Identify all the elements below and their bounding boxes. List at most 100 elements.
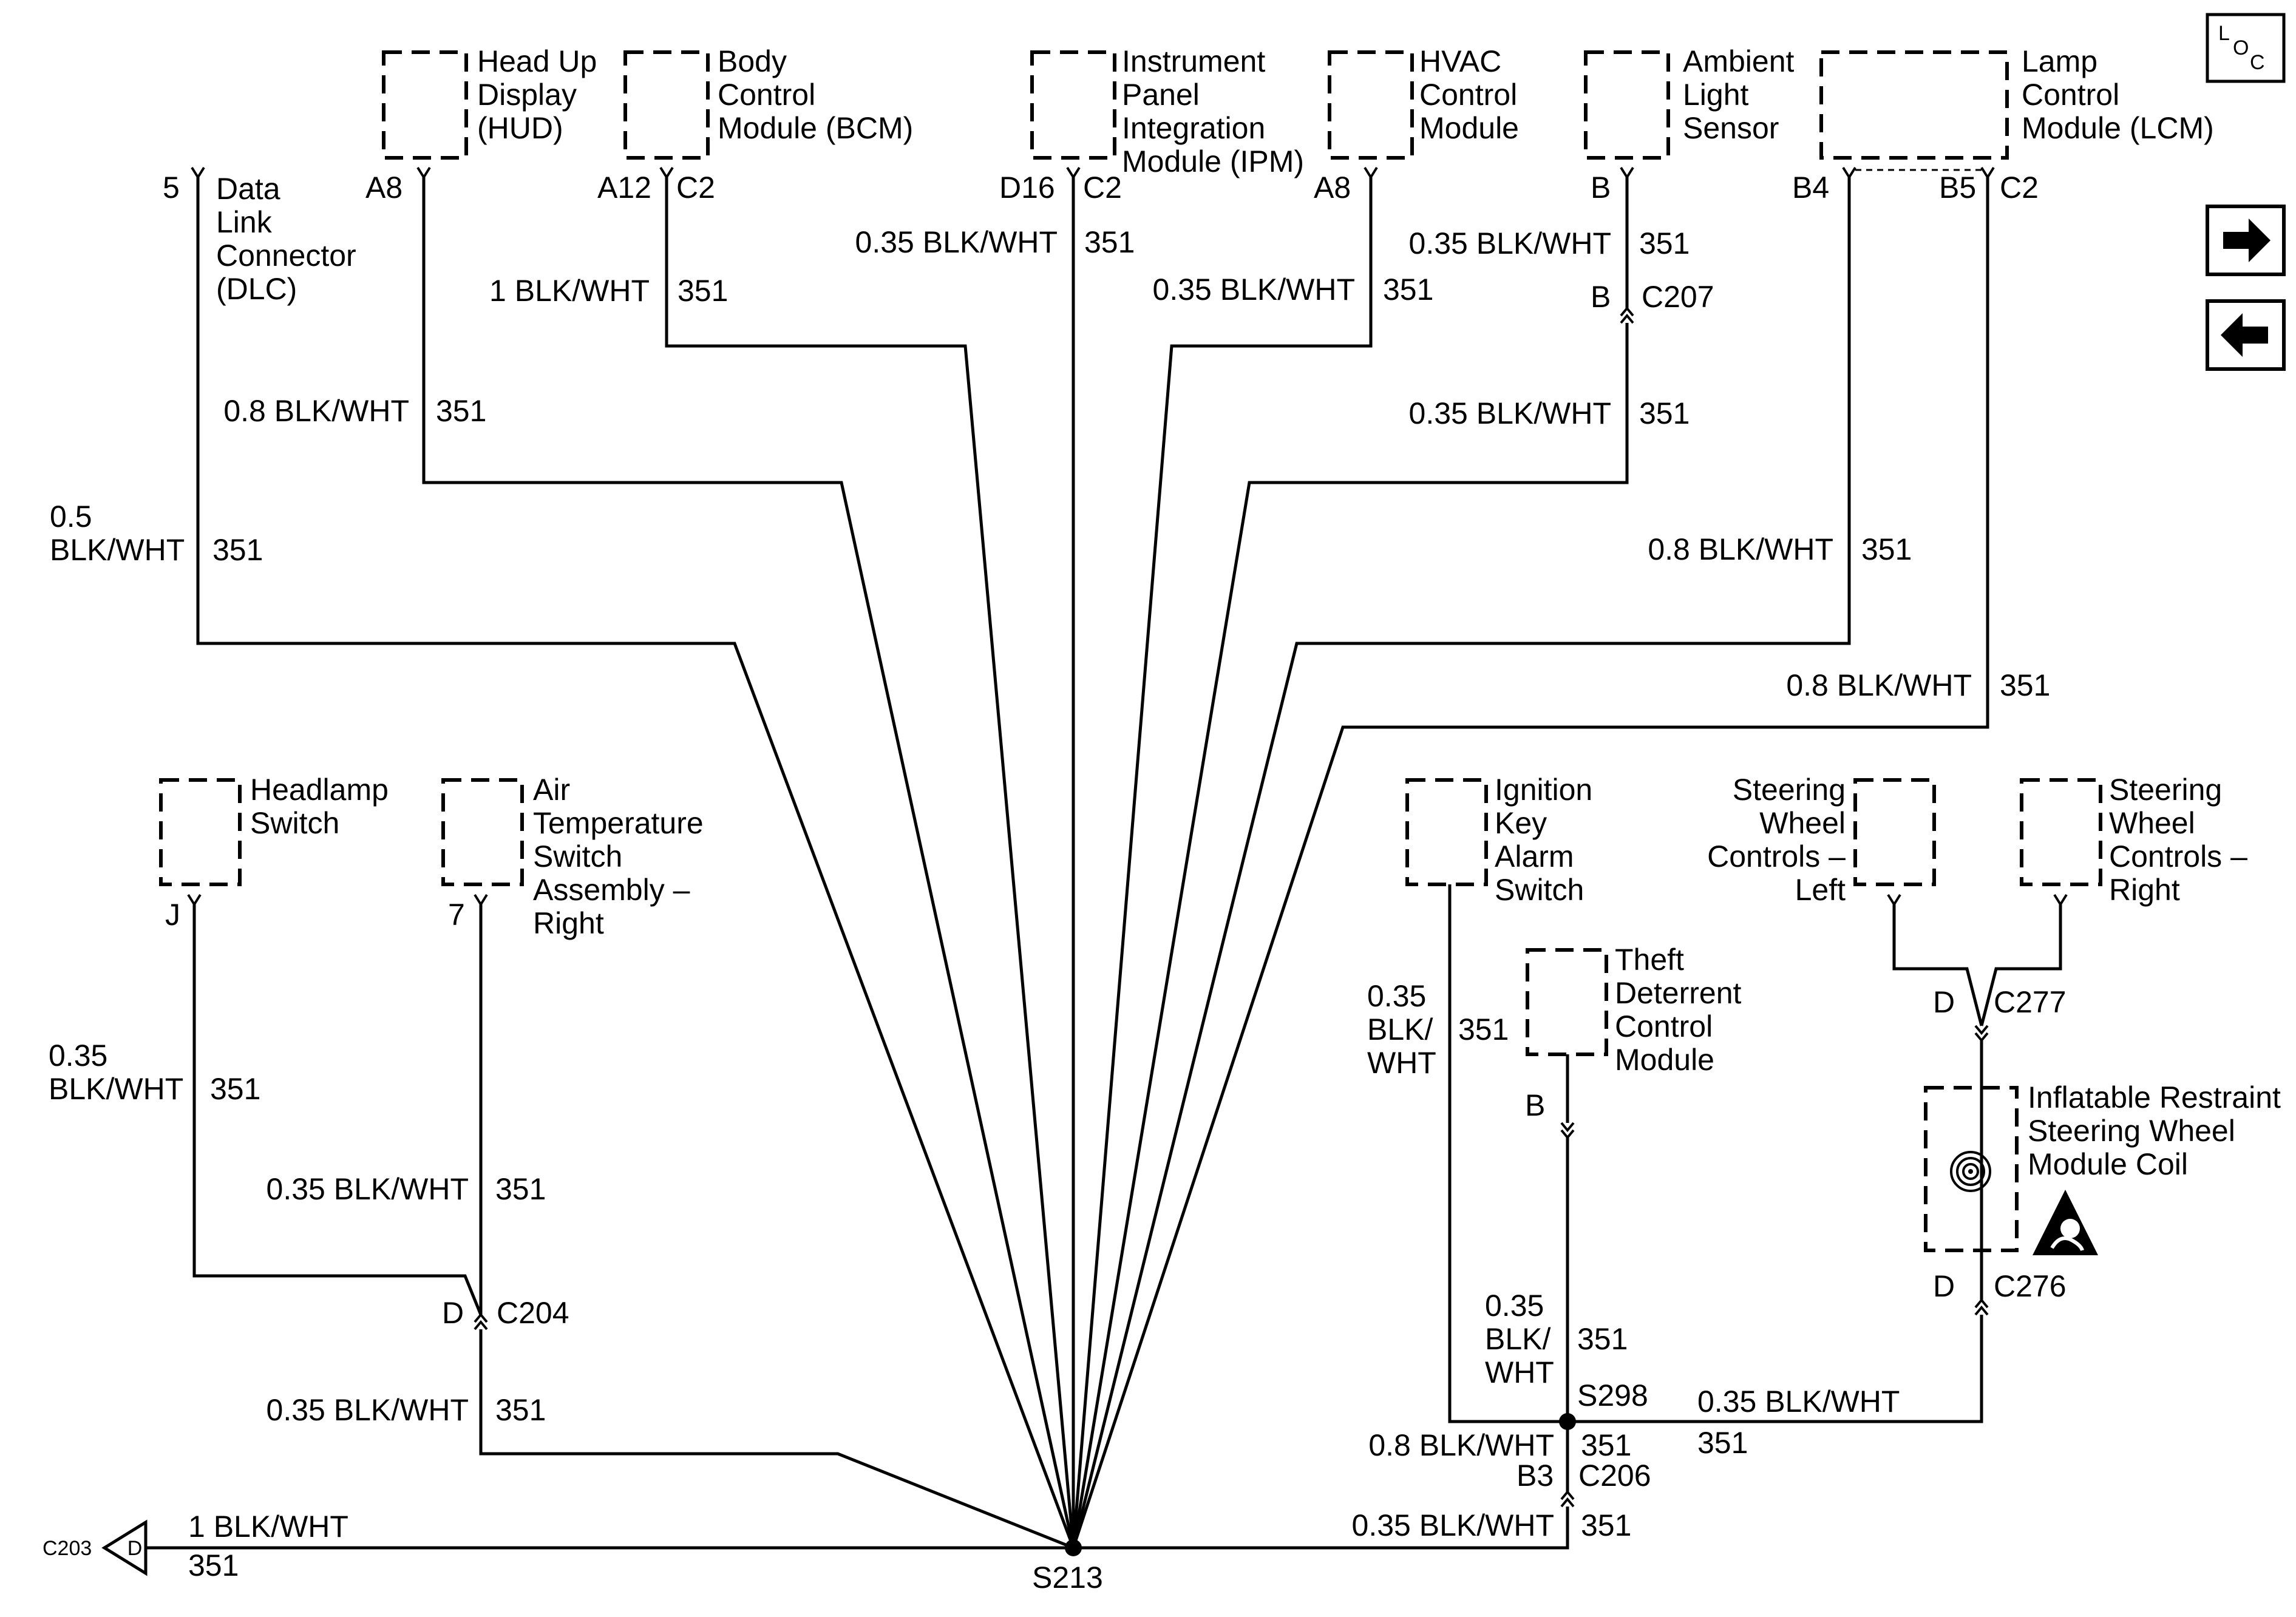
svg-text:0.8 BLK/WHT: 0.8 BLK/WHT [1648, 532, 1833, 566]
svg-text:Switch: Switch [1495, 873, 1584, 907]
svg-text:B3: B3 [1517, 1459, 1554, 1493]
svg-text:D: D [1933, 1269, 1955, 1303]
svg-text:5: 5 [163, 171, 180, 205]
c203-connector [101, 1519, 148, 1576]
svg-text:Module (IPM): Module (IPM) [1122, 144, 1304, 178]
svg-text:B5: B5 [1939, 171, 1976, 205]
svg-text:351: 351 [1581, 1508, 1631, 1542]
theft-box [1526, 948, 1608, 1056]
svg-text:Ignition: Ignition [1495, 773, 1592, 807]
svg-text:BLK/WHT: BLK/WHT [50, 533, 185, 567]
ignkey-box [1405, 778, 1488, 886]
svg-text:Light: Light [1683, 78, 1749, 112]
svg-text:WHT: WHT [1485, 1355, 1554, 1389]
swc-left-box [1853, 778, 1936, 886]
svg-text:C276: C276 [1994, 1269, 2067, 1303]
svg-text:0.35 BLK/WHT: 0.35 BLK/WHT [1352, 1508, 1554, 1542]
swc-right-label: Steering Wheel Controls – Right [2109, 773, 2247, 907]
ipm-label: Instrument Panel Integration Module (IPM… [1122, 44, 1304, 178]
als-box [1584, 50, 1670, 160]
svg-text:351: 351 [1458, 1012, 1509, 1046]
ipm-box [1030, 50, 1116, 160]
svg-text:Temperature: Temperature [533, 806, 704, 840]
svg-text:Inflatable Restraint: Inflatable Restraint [2028, 1080, 2281, 1114]
hud-box [382, 50, 468, 160]
svg-text:D: D [127, 1537, 143, 1560]
splice-s298 [1559, 1413, 1576, 1430]
svg-text:B: B [1591, 171, 1611, 205]
swc-left-label: Steering Wheel Controls – Left [1707, 773, 1846, 907]
svg-text:0.35 BLK/WHT: 0.35 BLK/WHT [855, 225, 1058, 259]
svg-text:A8: A8 [365, 171, 402, 205]
ignkey-label: Ignition Key Alarm Switch [1495, 773, 1592, 907]
svg-text:Display: Display [477, 78, 577, 112]
svg-text:351: 351 [495, 1172, 546, 1206]
svg-text:A8: A8 [1314, 171, 1351, 205]
svg-text:0.35: 0.35 [1485, 1289, 1544, 1323]
svg-text:Wheel: Wheel [1759, 806, 1846, 840]
svg-text:BLK/: BLK/ [1367, 1012, 1433, 1046]
svg-text:B: B [1591, 280, 1611, 314]
loc-icon[interactable]: L O C [2206, 13, 2286, 83]
splice-s213 [1065, 1539, 1082, 1556]
right-arrow-icon[interactable] [2206, 205, 2286, 276]
svg-text:L: L [2218, 22, 2230, 45]
svg-text:Instrument: Instrument [1122, 44, 1265, 78]
svg-text:0.35: 0.35 [49, 1039, 107, 1073]
left-arrow-icon[interactable] [2206, 299, 2286, 371]
svg-text:Module (BCM): Module (BCM) [718, 111, 913, 145]
hud-label: Head Up Display (HUD) [477, 44, 597, 145]
svg-text:Controls –: Controls – [2109, 839, 2247, 873]
svg-text:351: 351 [1577, 1322, 1628, 1356]
wire-labels: 0.5 BLK/WHT 351 0.8 BLK/WHT 351 1 BLK/WH… [49, 225, 2050, 1582]
svg-text:Right: Right [533, 906, 604, 940]
svg-text:Key: Key [1495, 806, 1547, 840]
dlc-label: Data Link Connector (DLC) [216, 172, 356, 306]
svg-text:HVAC: HVAC [1419, 44, 1501, 78]
svg-text:0.35 BLK/WHT: 0.35 BLK/WHT [1697, 1385, 1900, 1419]
svg-text:Right: Right [2109, 873, 2180, 907]
svg-text:Control: Control [1419, 78, 1517, 112]
svg-text:S298: S298 [1577, 1378, 1648, 1412]
svg-text:WHT: WHT [1367, 1046, 1436, 1080]
svg-text:Ambient: Ambient [1683, 44, 1795, 78]
svg-text:Steering: Steering [2109, 773, 2222, 807]
svg-text:Module (LCM): Module (LCM) [2022, 111, 2214, 145]
svg-text:Link: Link [216, 205, 273, 239]
svg-text:Switch: Switch [250, 806, 339, 840]
svg-text:Panel: Panel [1122, 78, 1200, 112]
svg-text:351: 351 [1581, 1428, 1631, 1462]
svg-text:351: 351 [1697, 1426, 1748, 1460]
svg-text:0.35 BLK/WHT: 0.35 BLK/WHT [267, 1393, 469, 1427]
irc-label: Inflatable Restraint Steering Wheel Modu… [2028, 1080, 2281, 1181]
svg-text:351: 351 [678, 274, 728, 308]
svg-text:Module: Module [1615, 1043, 1714, 1077]
headlamp-label: Headlamp Switch [250, 773, 389, 840]
svg-text:0.8 BLK/WHT: 0.8 BLK/WHT [1368, 1428, 1554, 1462]
airtemp-label: Air Temperature Switch Assembly – Right [533, 773, 704, 940]
svg-text:0.35 BLK/WHT: 0.35 BLK/WHT [1409, 396, 1611, 430]
headlamp-box [159, 778, 242, 886]
svg-text:0.35: 0.35 [1367, 979, 1426, 1013]
hvac-box [1328, 50, 1414, 160]
svg-text:Module: Module [1419, 111, 1519, 145]
wires [146, 177, 2062, 1550]
svg-text:Theft: Theft [1615, 943, 1684, 977]
svg-text:Assembly –: Assembly – [533, 873, 690, 907]
svg-text:351: 351 [210, 1072, 260, 1106]
svg-text:Deterrent: Deterrent [1615, 976, 1742, 1010]
clockspring-icon [1950, 1151, 1991, 1192]
svg-text:BLK/WHT: BLK/WHT [49, 1072, 183, 1106]
svg-text:Steering: Steering [1733, 773, 1846, 807]
svg-text:0.5: 0.5 [50, 500, 92, 534]
bcm-label: Body Control Module (BCM) [718, 44, 913, 145]
lcm-label: Lamp Control Module (LCM) [2022, 44, 2214, 145]
svg-text:(HUD): (HUD) [477, 111, 563, 145]
svg-text:1 BLK/WHT: 1 BLK/WHT [188, 1510, 348, 1544]
svg-text:C277: C277 [1994, 985, 2067, 1019]
svg-text:351: 351 [1639, 226, 1690, 260]
connector-labels: B C207 D C204 D C277 D C276 B3 C206 S213… [442, 280, 2067, 1595]
svg-text:0.35 BLK/WHT: 0.35 BLK/WHT [267, 1172, 469, 1206]
airbag-warning-icon [2033, 1190, 2098, 1255]
svg-text:1 BLK/WHT: 1 BLK/WHT [489, 274, 650, 308]
